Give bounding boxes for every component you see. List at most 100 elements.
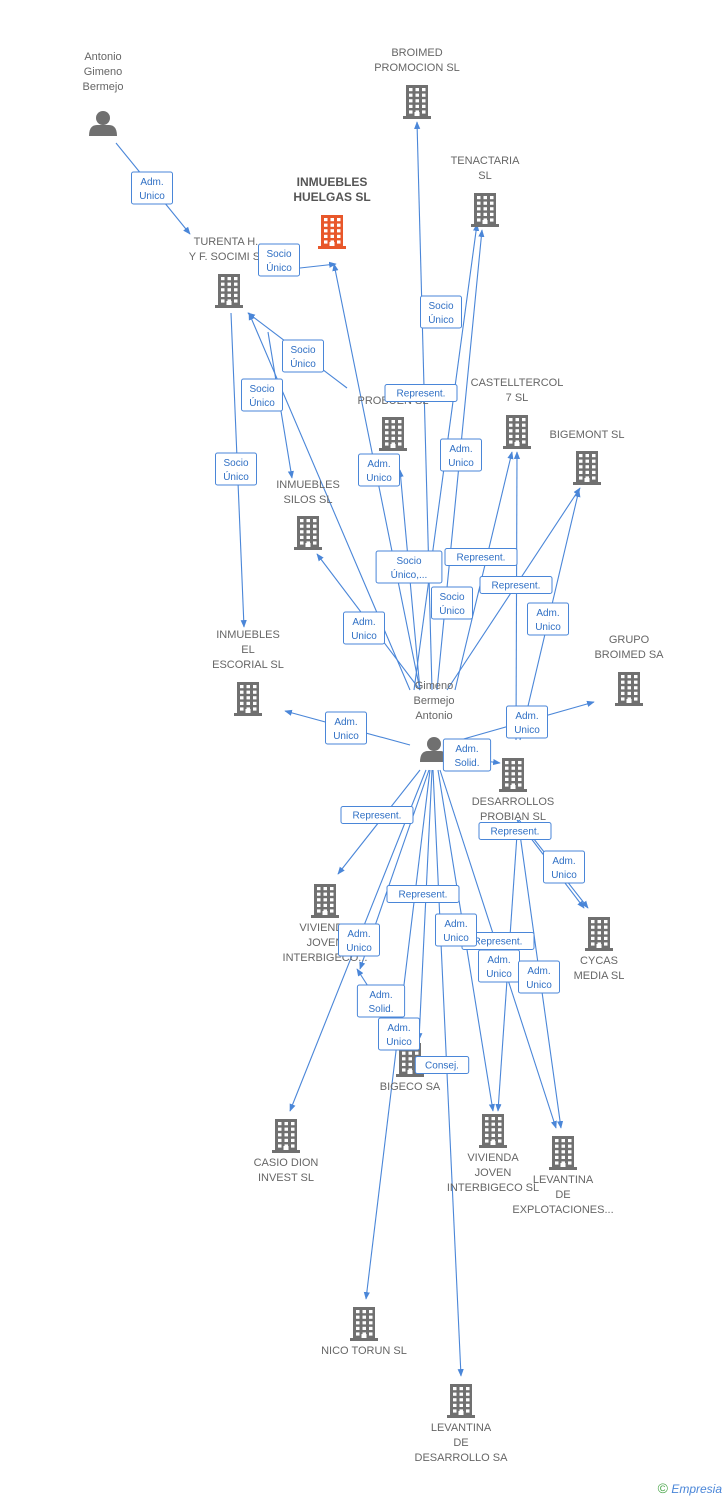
building-icon[interactable] — [471, 193, 499, 227]
svg-text:Represent.: Represent. — [492, 581, 541, 592]
svg-text:Adm.Unico: Adm.Unico — [514, 711, 540, 736]
building-icon[interactable] — [573, 451, 601, 485]
edge-label-gimeno-to-castelltercol[interactable]: Represent. — [479, 576, 553, 594]
building-icon[interactable] — [585, 917, 613, 951]
edge-label-gimeno-to-probuen[interactable]: Adm.Unico — [358, 453, 400, 487]
building-icon[interactable] — [318, 215, 346, 249]
edge-gimeno-to-bigeco — [416, 769, 433, 1041]
person-icon[interactable] — [89, 111, 117, 136]
edge-label-gimeno-to-inmuebles_silos[interactable]: Adm.Unico — [343, 611, 385, 645]
person-icon[interactable] — [420, 737, 448, 762]
building-icon[interactable] — [499, 758, 527, 792]
building-icon[interactable] — [215, 274, 243, 308]
building-icon[interactable] — [503, 415, 531, 449]
node-label[interactable]: BIGEMONT SL — [550, 429, 625, 441]
edge-label-gimeno-to-bigeco[interactable]: Represent. — [386, 885, 460, 903]
edge-label-gimeno-to-castelltercol[interactable]: Adm.Unico — [440, 438, 482, 472]
edge-label-gimeno-to-inmuebles_escorial[interactable]: Adm.Unico — [325, 711, 367, 745]
edge-label-gimeno-to-levantina_desarrollo[interactable]: Consej. — [414, 1056, 470, 1074]
edge-label-gimeno-to-bigemont[interactable]: Represent. — [444, 548, 518, 566]
edge-label-gimeno-to-vivienda_joven_2[interactable]: Adm.Unico — [478, 949, 520, 983]
brand-logo-text[interactable]: Empresia — [671, 1482, 722, 1496]
node-nico-torun[interactable]: NICO TORUN SL — [321, 1307, 407, 1357]
building-icon[interactable] — [403, 85, 431, 119]
edge-label-bigeco-to-vivienda_joven_1[interactable]: Adm.Solid. — [356, 984, 406, 1018]
node-bigeco[interactable]: BIGECO SA — [380, 1043, 441, 1093]
node-label[interactable]: NICO TORUN SL — [321, 1345, 407, 1357]
edge-label-gimeno-to-vivienda_joven_1[interactable]: Adm.Unico — [338, 923, 380, 957]
edge-label-desarrollos_probian-to-cycas[interactable]: Represent. — [478, 822, 552, 840]
building-icon[interactable] — [350, 1307, 378, 1341]
svg-text:Represent.: Represent. — [457, 553, 506, 564]
building-icon[interactable] — [379, 417, 407, 451]
edge-label-gimeno-to-grupo_broimed[interactable]: Adm.Unico — [506, 705, 548, 739]
edge-label-desarrollos_probian-to-levantina_explotaciones[interactable]: Adm.Unico — [518, 960, 560, 994]
edge-label-desarrollos_probian-to-cycas[interactable]: Adm.Unico — [543, 850, 585, 884]
edge-label-gimeno-to-bigemont[interactable]: Adm.Unico — [527, 602, 569, 636]
building-icon[interactable] — [311, 884, 339, 918]
node-bigemont[interactable]: BIGEMONT SL — [550, 429, 625, 485]
node-turenta[interactable]: TURENTA H...Y F. SOCIMI S... — [189, 236, 269, 308]
edge-label-desarrollos_probian-to-vivienda_joven_2[interactable]: Adm.Unico — [435, 913, 477, 947]
building-icon[interactable] — [615, 672, 643, 706]
building-icon[interactable] — [294, 516, 322, 550]
node-label[interactable]: BIGECO SA — [380, 1081, 441, 1093]
building-icon[interactable] — [447, 1384, 475, 1418]
building-icon[interactable] — [234, 682, 262, 716]
svg-text:Adm.Unico: Adm.Unico — [551, 856, 577, 881]
edge-label-gimeno-to-casio_dion[interactable]: Adm.Unico — [378, 1017, 420, 1051]
edge-label-gimeno-to-desarrollos_probian[interactable]: Adm.Solid. — [442, 738, 492, 772]
svg-text:Adm.Unico: Adm.Unico — [443, 919, 469, 944]
edge-label-gimeno-to-levantina_explotaciones[interactable]: Represent. — [461, 932, 535, 950]
svg-text:Adm.Solid.: Adm.Solid. — [454, 744, 479, 769]
building-icon[interactable] — [479, 1114, 507, 1148]
building-icon[interactable] — [272, 1119, 300, 1153]
building-icon[interactable] — [549, 1136, 577, 1170]
node-label[interactable]: TURENTA H...Y F. SOCIMI S... — [189, 236, 269, 263]
edge-label-gimeno-to-inmuebles_huelgas[interactable]: Represent. — [384, 384, 458, 402]
node-probuen[interactable]: PROBUEN SL — [358, 395, 429, 451]
edge-label-gimeno-to-vivienda_joven_1[interactable]: Represent. — [340, 806, 414, 824]
edge-label-antonio-to-turenta[interactable]: Adm.Unico — [131, 171, 173, 205]
